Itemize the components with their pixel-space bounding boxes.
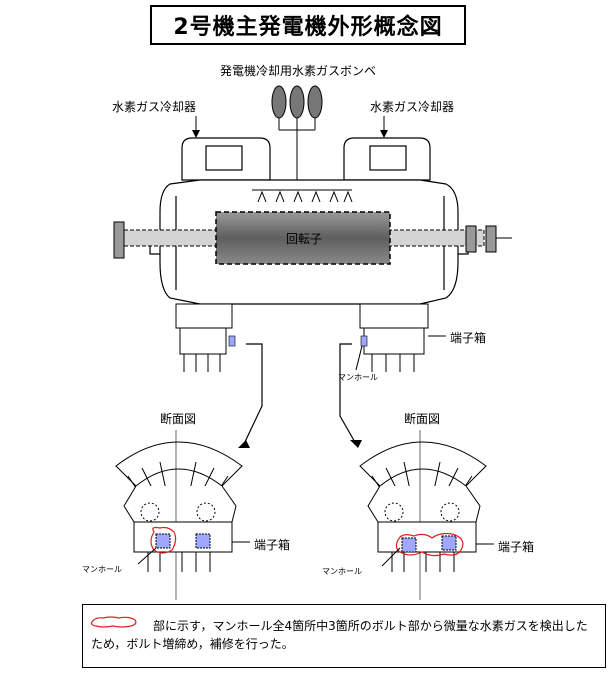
rotor xyxy=(215,211,391,265)
section-view-right xyxy=(359,430,487,600)
terminal-box-right-label: 端子箱 xyxy=(498,540,535,554)
section-right-label: 断面図 xyxy=(404,412,441,426)
terminal-box-left-label: 端子箱 xyxy=(254,538,291,552)
cooler-right-label: 水素ガス冷却器 xyxy=(370,100,455,114)
manhole-top-label: マンホール xyxy=(338,373,378,382)
title-box: 2号機主発電機外形概念図 xyxy=(150,5,466,45)
terminal-box-top-label: 端子箱 xyxy=(450,331,487,345)
manhole-left-label: マンホール xyxy=(82,565,122,574)
manhole-top-left xyxy=(228,335,236,347)
note-box: 部に示す，マンホール全4箇所中3箇所のボルト部から微量な水素ガスを検出したため，… xyxy=(82,604,606,668)
cylinder-2 xyxy=(289,85,305,119)
section-arrows xyxy=(243,343,357,445)
leak-highlight-right xyxy=(395,532,464,557)
page-title: 2号機主発電機外形概念図 xyxy=(173,15,443,40)
leak-highlight-left xyxy=(150,526,177,554)
cylinders-label: 発電機冷却用水素ガスボンベ xyxy=(220,64,377,78)
cylinder-1 xyxy=(271,85,287,119)
rotor-label: 回転子 xyxy=(286,232,323,246)
bottom-supports xyxy=(175,303,429,372)
section-left-label: 断面図 xyxy=(160,412,197,426)
highlight-legend-mark xyxy=(90,616,137,628)
hydrogen-cylinders xyxy=(271,85,323,119)
cooler-right xyxy=(343,137,431,181)
cooler-left xyxy=(181,137,271,181)
manhole-right-label: マンホール xyxy=(322,567,362,576)
note-text: 部に示す，マンホール全4箇所中3箇所のボルト部から微量な水素ガスを検出したため，… xyxy=(91,619,588,651)
manhole-top-right xyxy=(360,335,368,347)
gas-nozzles xyxy=(252,189,353,203)
section-view-left xyxy=(115,430,243,600)
cooler-left-label: 水素ガス冷却器 xyxy=(112,100,197,114)
cylinder-3 xyxy=(307,85,323,119)
cylinder-piping xyxy=(278,118,316,188)
